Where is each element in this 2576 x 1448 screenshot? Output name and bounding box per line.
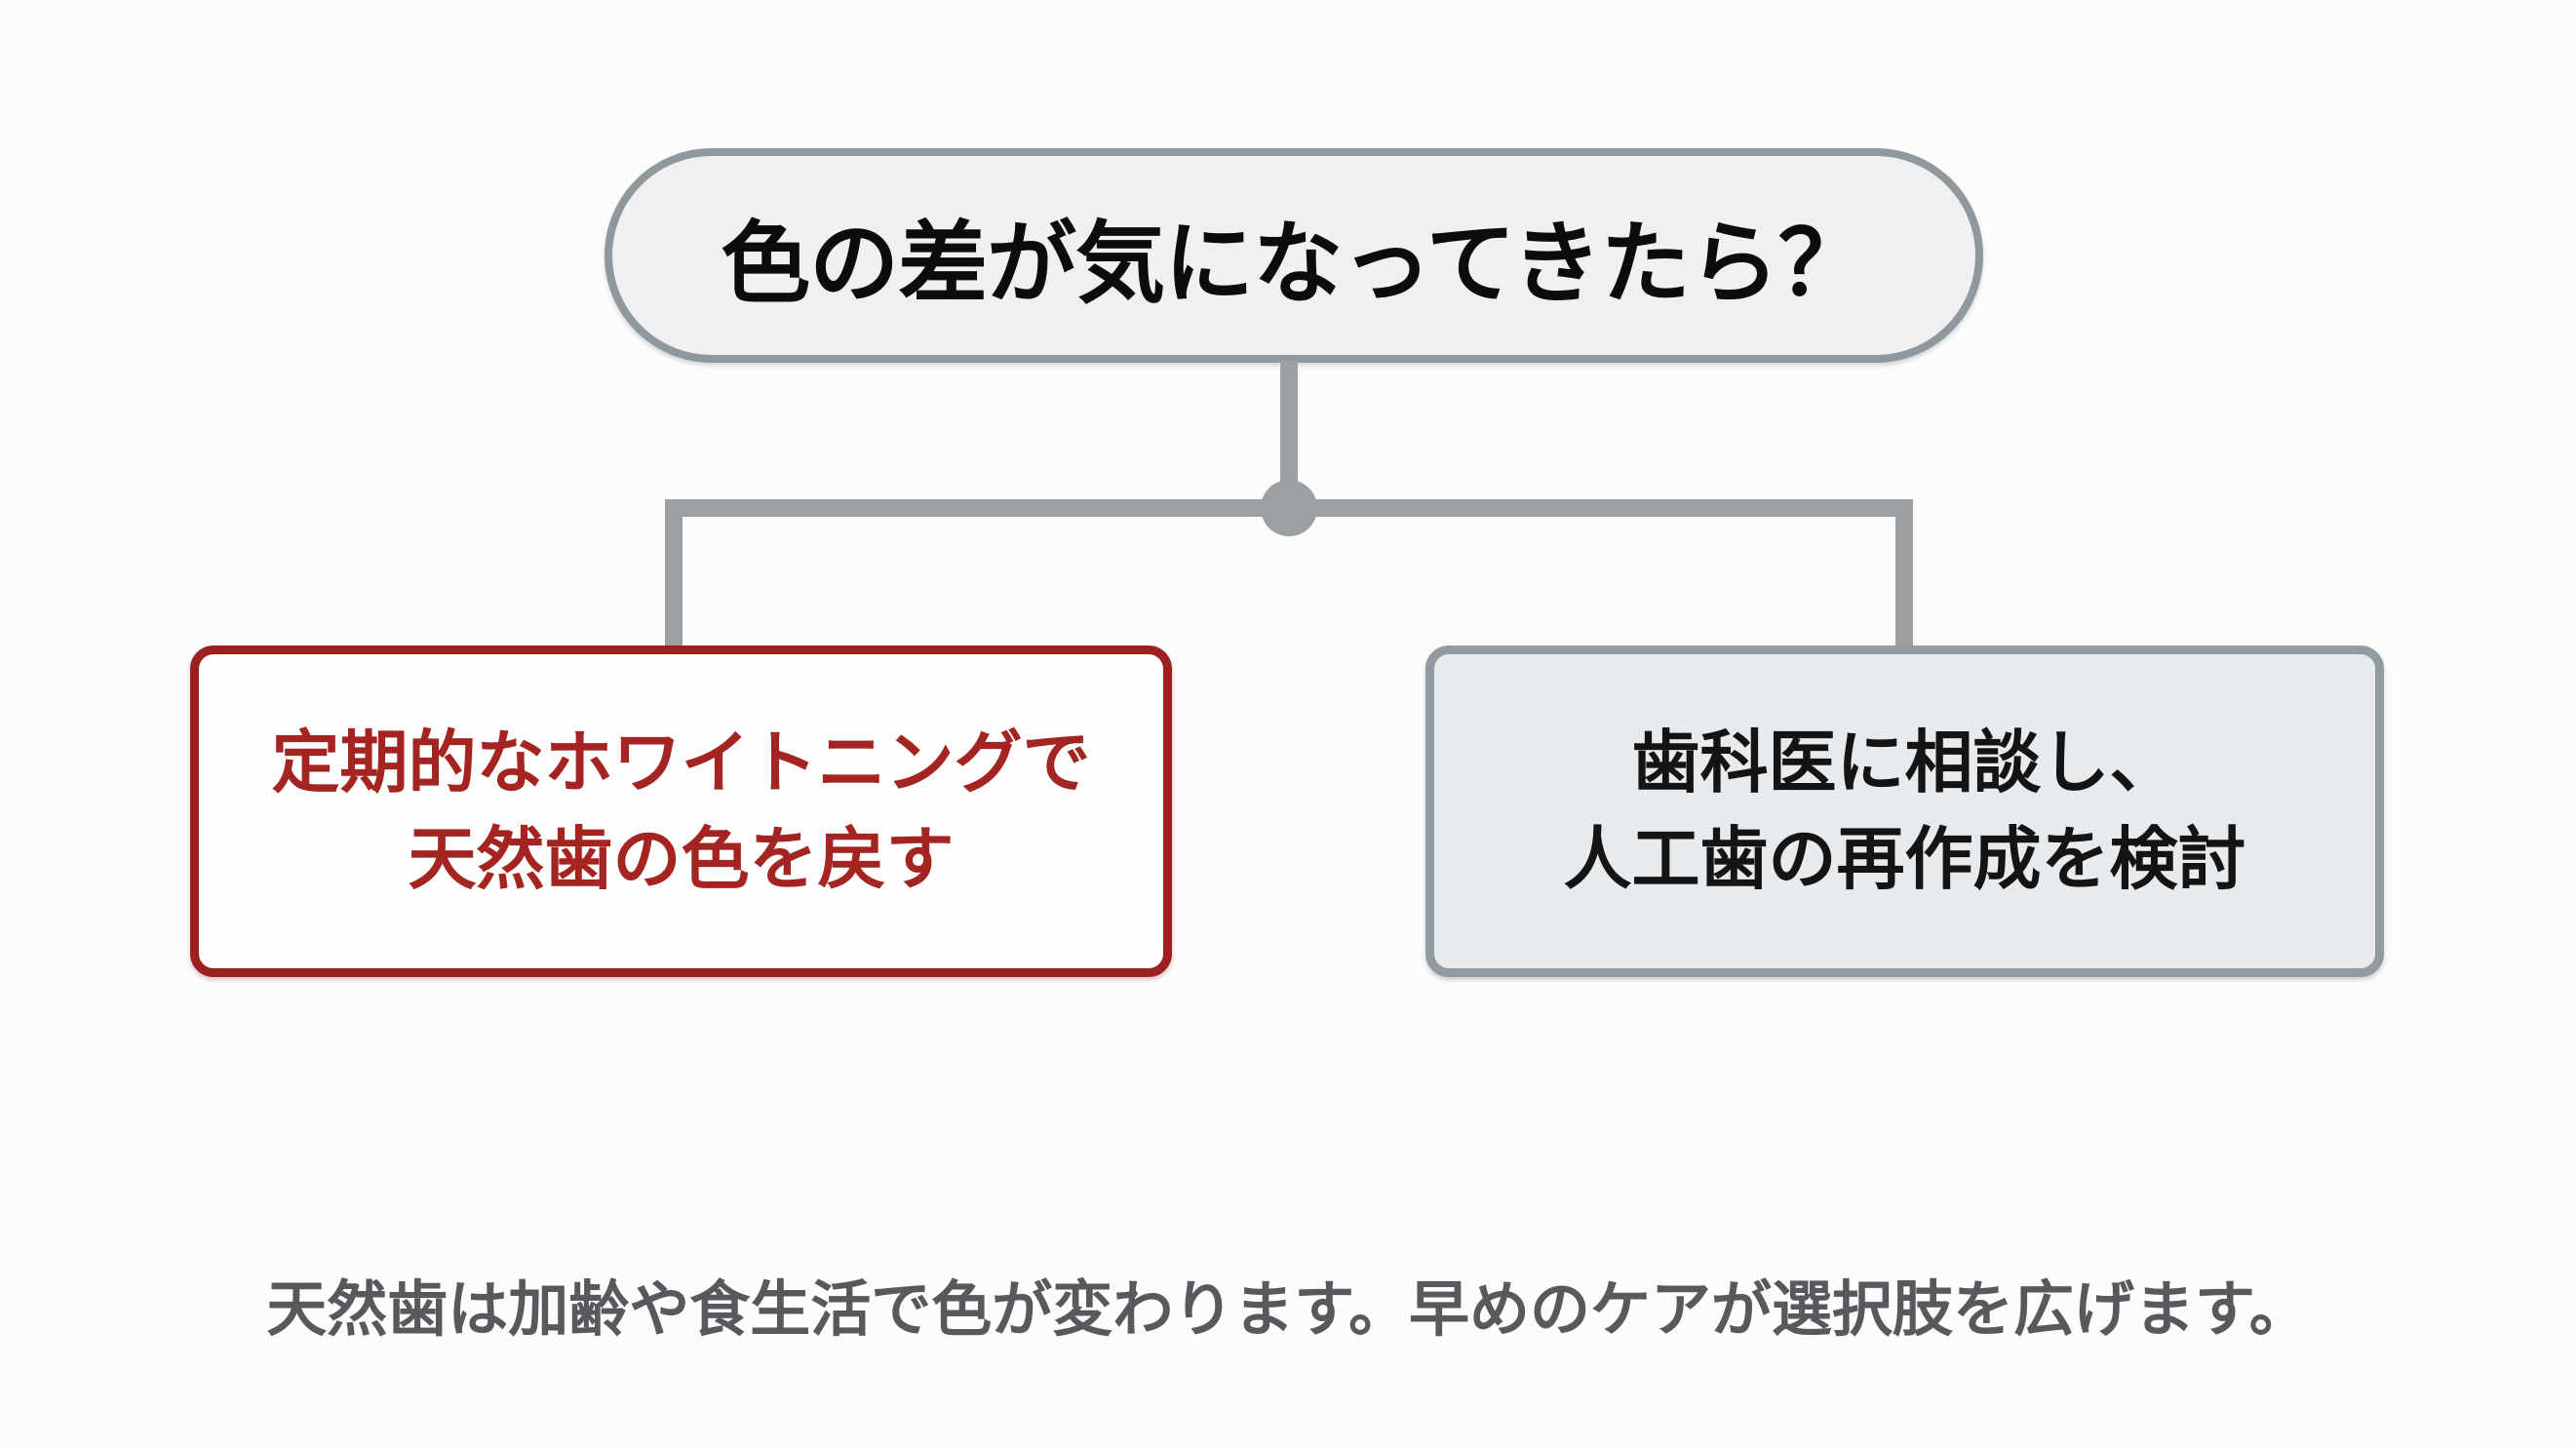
connector-horizontal-line: [665, 499, 1913, 517]
connector-right-drop-line: [1895, 499, 1913, 647]
connector-left-drop-line: [665, 499, 683, 647]
branch-dentist-line1: 歯科医に相談し、: [1631, 724, 2178, 801]
footer-caption: 天然歯は加齢や食生活で色が変わります。早めのケアが選択肢を広げます。: [266, 1276, 2310, 1344]
branch-node-dentist-consult: 歯科医に相談し、 人工歯の再作成を検討: [1425, 646, 2384, 977]
branch-node-whitening: 定期的なホワイトニングで 天然歯の色を戻す: [190, 646, 1172, 977]
branch-whitening-line1: 定期的なホワイトニングで: [271, 724, 1091, 801]
connector-stem-line: [1280, 361, 1298, 517]
branch-dentist-line2: 人工歯の再作成を検討: [1563, 821, 2246, 897]
root-question-label: 色の差が気になってきたら？: [721, 214, 1868, 314]
branch-whitening-line2: 天然歯の色を戻す: [408, 821, 955, 897]
root-question-node: 色の差が気になってきたら？: [605, 148, 1983, 363]
